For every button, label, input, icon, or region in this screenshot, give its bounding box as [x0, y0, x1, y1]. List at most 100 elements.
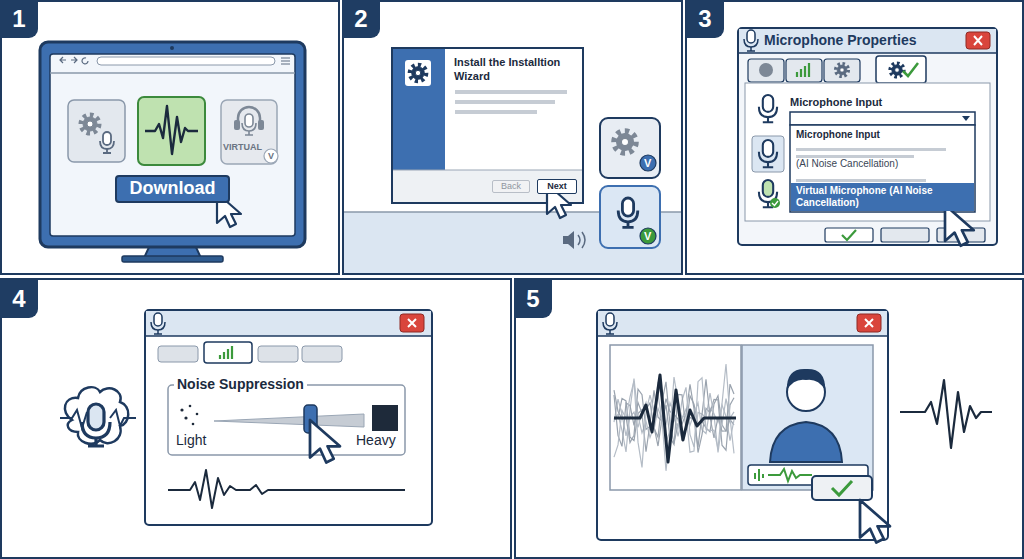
slider-label: Heavy	[356, 432, 396, 449]
call-window	[603, 313, 617, 334]
properties-window	[759, 140, 777, 167]
properties-window	[744, 30, 758, 51]
monitor	[40, 42, 305, 262]
step-number: 4	[12, 285, 25, 314]
call-window	[597, 310, 888, 540]
virtual-mic-tile	[618, 198, 638, 227]
taskbar	[563, 231, 574, 249]
mouse-cursor	[310, 420, 340, 463]
waveform-tile	[138, 97, 205, 165]
virtual-tile	[221, 100, 277, 164]
button-label: Download	[130, 178, 216, 200]
step-badge: 4	[0, 280, 38, 318]
suppression-window	[220, 346, 232, 359]
virtual-tile	[258, 120, 264, 130]
monitor	[60, 57, 88, 64]
properties-window	[962, 116, 970, 121]
driver-tile	[600, 118, 660, 178]
properties-window	[738, 28, 997, 245]
properties-window	[796, 155, 914, 158]
virtual-tile	[234, 120, 240, 130]
properties-window	[974, 36, 982, 45]
call-window	[832, 481, 852, 495]
suppression-window	[408, 319, 416, 327]
ai-mic-icon	[60, 387, 136, 446]
suppression-window	[145, 310, 432, 525]
suppression-window	[372, 405, 398, 431]
mouse-cursor	[945, 205, 974, 246]
properties-window	[903, 63, 918, 76]
driver-tile	[614, 131, 636, 153]
suppression-window	[151, 313, 165, 334]
suppression-window	[158, 346, 198, 362]
clean-waveform	[900, 380, 992, 448]
panel-frame	[343, 1, 682, 274]
badge-letter: V	[268, 152, 274, 161]
properties-window	[824, 59, 860, 82]
monitor	[170, 46, 174, 50]
monitor	[281, 58, 290, 64]
properties-window	[890, 63, 904, 77]
settings-tile	[68, 100, 125, 162]
button-label: Next	[547, 181, 567, 192]
back-button: Back	[492, 180, 530, 193]
properties-window	[796, 148, 946, 151]
properties-window	[790, 112, 975, 125]
properties-window	[790, 125, 975, 212]
window-title: Microphone Properties	[764, 32, 964, 49]
properties-window	[966, 32, 990, 49]
call-window	[768, 469, 812, 481]
ai-mic-icon	[82, 404, 110, 446]
group-title: Noise Suppression	[174, 376, 307, 393]
properties-window	[738, 28, 997, 245]
panel-frame	[1, 1, 339, 274]
mouse-cursor	[860, 500, 890, 543]
panel-frame	[515, 279, 1023, 558]
selected-list-item: Virtual Microphone (AI Noise Cancellatio…	[791, 183, 974, 211]
call-window	[598, 311, 887, 336]
virtual-mic-tile	[640, 228, 656, 244]
suppression-window	[168, 385, 405, 455]
installer-window	[392, 48, 583, 203]
properties-window	[772, 201, 778, 206]
download-button: Download	[115, 175, 230, 203]
properties-window	[759, 63, 773, 77]
properties-window	[786, 59, 822, 82]
driver-tile	[600, 118, 660, 178]
call-window	[598, 335, 887, 337]
properties-window	[739, 29, 996, 53]
virtual-tile	[242, 114, 256, 135]
monitor	[97, 57, 275, 65]
virtual-mic-tile	[600, 186, 660, 248]
monitor	[40, 42, 305, 247]
waveform-tile	[145, 106, 198, 154]
clean-waveform	[900, 380, 992, 448]
suppression-window	[180, 408, 183, 411]
step-badge: 3	[686, 0, 724, 38]
properties-window	[842, 230, 856, 240]
call-window	[597, 310, 888, 540]
suppression-window	[189, 405, 192, 408]
suppression-window	[184, 416, 187, 419]
panel-frame	[686, 1, 1023, 274]
call-window	[857, 314, 881, 332]
properties-window	[748, 59, 784, 82]
badge-letter: V	[644, 158, 651, 169]
mouse-cursor	[310, 420, 340, 463]
next-button: Next	[537, 179, 577, 194]
call-window	[610, 345, 741, 490]
suppression-window	[204, 342, 252, 363]
virtual-mic-tile	[600, 186, 660, 248]
installer-window	[392, 48, 583, 203]
suppression-window	[192, 423, 195, 426]
settings-tile	[68, 100, 125, 162]
step-number: 5	[526, 285, 539, 314]
step-number: 1	[12, 5, 25, 34]
virtual-tile	[264, 149, 278, 163]
monitor	[50, 72, 295, 74]
slider-label: Light	[176, 432, 206, 449]
call-window	[770, 422, 842, 462]
properties-window	[876, 56, 926, 83]
